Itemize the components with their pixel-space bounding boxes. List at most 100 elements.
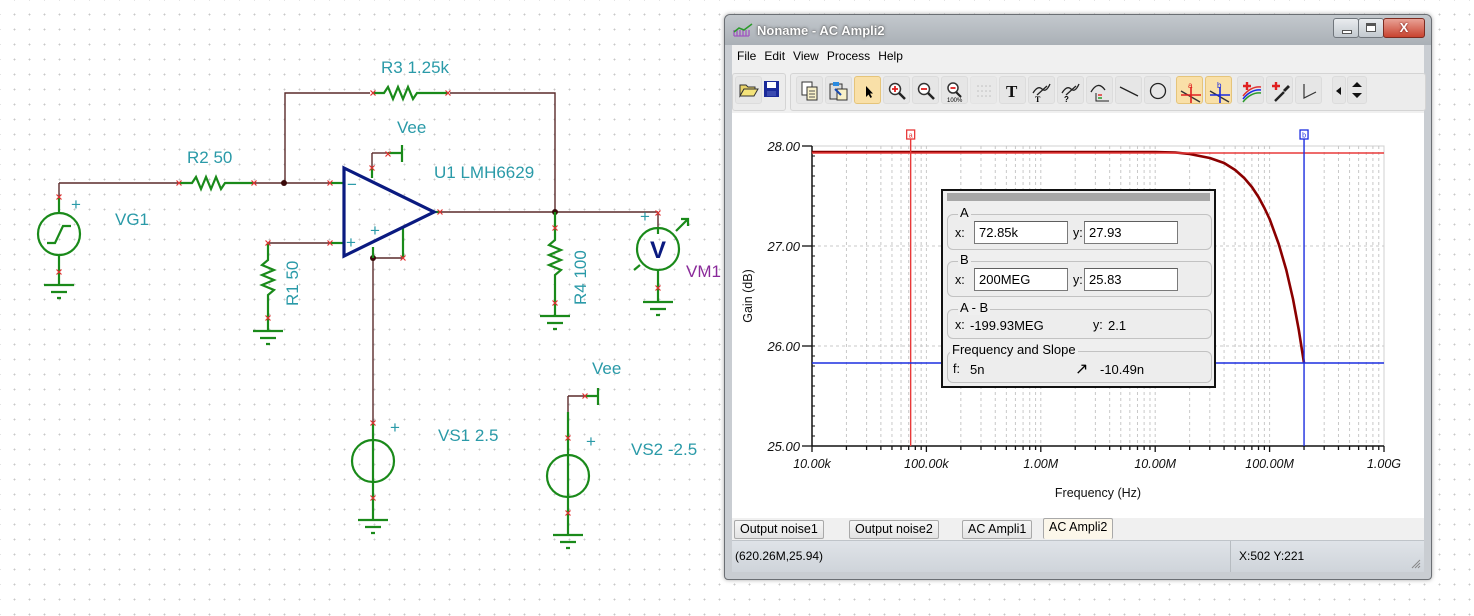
- text-icon: T: [1006, 82, 1018, 101]
- pointer-arrow-icon: [866, 86, 873, 98]
- triangle-right-icon: [1303, 84, 1317, 99]
- add-curves-button[interactable]: [1237, 76, 1264, 104]
- grid-button[interactable]: [970, 76, 997, 104]
- add-curves-icon: [1242, 82, 1262, 103]
- ellipse-tool-button[interactable]: [1144, 76, 1171, 104]
- cursor-b-y-field[interactable]: 25.83: [1084, 268, 1178, 291]
- status-coordinates: (620.26M,25.94): [735, 549, 824, 563]
- scroll-updown-button[interactable]: [1347, 76, 1367, 104]
- f-label: f:: [953, 362, 960, 376]
- cursor-b-legend: B: [958, 252, 971, 267]
- menu-view[interactable]: View: [793, 49, 819, 63]
- select-tool-button[interactable]: [854, 76, 881, 104]
- tab-output-noise2[interactable]: Output noise2: [849, 520, 939, 539]
- resistor-r3[interactable]: [369, 84, 452, 102]
- zoom-in-button[interactable]: [883, 76, 910, 104]
- cursor-a-icon: a: [1180, 81, 1201, 103]
- zoom-100-button[interactable]: 100%: [941, 76, 968, 104]
- save-button[interactable]: [759, 76, 786, 104]
- dc-source-vs2[interactable]: [545, 388, 600, 550]
- add-dropper-icon: [1272, 82, 1290, 102]
- opamp-u1[interactable]: − + +: [326, 145, 444, 262]
- close-button[interactable]: X: [1383, 18, 1425, 38]
- tab-ac-ampli2[interactable]: AC Ampli2: [1043, 518, 1114, 539]
- vee-net-label: Vee: [592, 359, 621, 378]
- add-dropper-button[interactable]: [1266, 76, 1293, 104]
- schematic-canvas[interactable]: + VG1 R2 50 R3 1.25k R1 50 − + +: [0, 0, 724, 616]
- inverting-input-sign: −: [347, 175, 357, 194]
- plus-sign: +: [640, 207, 650, 226]
- svg-text:T: T: [1035, 95, 1041, 103]
- menu-process[interactable]: Process: [826, 49, 871, 63]
- diff-y-value: 2.1: [1108, 318, 1127, 333]
- menu-file[interactable]: File: [737, 49, 757, 63]
- zoom-in-icon: [888, 82, 906, 100]
- wires: [58, 92, 659, 423]
- maximize-button[interactable]: [1358, 18, 1384, 38]
- svg-text:a: a: [1188, 81, 1193, 90]
- curve-label-icon: T: [1032, 83, 1051, 103]
- text-tool-button[interactable]: T: [999, 76, 1026, 104]
- y-label: y:: [1073, 226, 1083, 240]
- svg-text:T: T: [1006, 82, 1018, 101]
- copy-button[interactable]: [796, 76, 823, 104]
- play-button[interactable]: [1295, 76, 1322, 104]
- vg1-label: VG1: [115, 210, 149, 229]
- open-button[interactable]: [735, 76, 762, 104]
- vee-net-label: Vee: [397, 118, 426, 137]
- panel-drag-bar[interactable]: [947, 193, 1210, 201]
- zoom-out-icon: [917, 82, 935, 100]
- cursor-a-y-field[interactable]: 27.93: [1084, 221, 1178, 244]
- voltmeter-glyph: V: [650, 237, 666, 264]
- junction-dot: [281, 180, 287, 186]
- curve-query-button[interactable]: ?: [1057, 76, 1084, 104]
- r1-label: R1 50: [283, 261, 302, 306]
- tab-output-noise1[interactable]: Output noise1: [734, 520, 824, 539]
- y-label: y:: [1073, 273, 1083, 287]
- plus-sign: +: [586, 432, 596, 451]
- curve-label-button[interactable]: T: [1028, 76, 1055, 104]
- signal-generator-vg1[interactable]: [36, 193, 82, 300]
- cursor-info-panel[interactable]: A x: 72.85k y: 27.93 B x: 200MEG y: 25.8…: [941, 189, 1216, 388]
- r4-label: R4 100: [571, 250, 590, 305]
- resistor-r1[interactable]: [251, 239, 285, 346]
- menu-edit[interactable]: Edit: [764, 49, 786, 63]
- curve-query-icon: ?: [1061, 83, 1080, 103]
- cursor-b-x-field[interactable]: 200MEG: [974, 268, 1068, 291]
- freq-slope-legend: Frequency and Slope: [950, 342, 1078, 357]
- ellipse-icon: [1149, 82, 1167, 100]
- cursor-a-x-field[interactable]: 72.85k: [974, 221, 1068, 244]
- tab-ac-ampli1[interactable]: AC Ampli1: [962, 520, 1033, 539]
- status-divider: [1230, 541, 1231, 572]
- floppy-disk-icon: [764, 81, 779, 97]
- resistor-r4[interactable]: [538, 212, 572, 331]
- cursor-b-button[interactable]: b: [1205, 76, 1232, 104]
- minimize-button[interactable]: [1333, 18, 1359, 38]
- line-tool-button[interactable]: [1115, 76, 1142, 104]
- cursor-diff-legend: A - B: [958, 300, 991, 315]
- cursor-a-legend: A: [958, 205, 971, 220]
- status-pixel-position: X:502 Y:221: [1239, 549, 1305, 563]
- close-icon: X: [1399, 20, 1409, 35]
- scroll-left-button[interactable]: [1332, 76, 1346, 104]
- supply-plus-sign: +: [370, 221, 380, 240]
- cursor-a-button[interactable]: a: [1176, 76, 1203, 104]
- arrow-left-icon: [1336, 87, 1341, 95]
- tab-bar: Output noise1 Output noise2 AC Ampli1 AC…: [732, 518, 1424, 540]
- curve-legend-button[interactable]: [1086, 76, 1113, 104]
- r2-label: R2 50: [187, 148, 232, 167]
- slope-arrow-icon: ↗: [1075, 361, 1089, 378]
- cursor-b-icon: b: [1209, 81, 1230, 103]
- menu-help[interactable]: Help: [878, 49, 903, 63]
- resistor-r2[interactable]: [175, 174, 258, 192]
- copy-icon: [801, 81, 818, 101]
- freq-slope-group: Frequency and Slope f: 5n ↗ -10.49n: [947, 343, 1212, 383]
- u1-label: U1 LMH6629: [434, 163, 534, 182]
- resize-grip-icon[interactable]: [1409, 557, 1421, 569]
- paste-button[interactable]: [825, 76, 852, 104]
- voltmeter-vm1[interactable]: V: [633, 209, 690, 317]
- x-label: x:: [955, 226, 965, 240]
- dc-source-vs1[interactable]: [350, 419, 396, 535]
- zoom-out-button[interactable]: [912, 76, 939, 104]
- title-bar[interactable]: Noname - AC Ampli2 X: [725, 15, 1431, 45]
